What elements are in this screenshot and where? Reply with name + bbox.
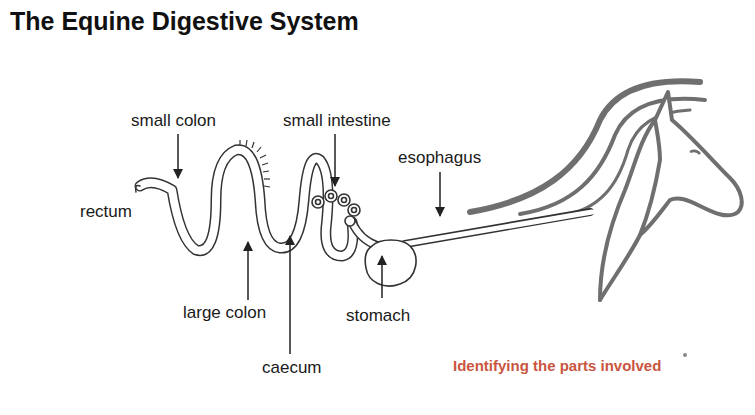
duodenum-inner bbox=[352, 222, 378, 246]
coil bbox=[348, 204, 360, 216]
rectum-end bbox=[136, 186, 141, 192]
part-label: stomach bbox=[346, 306, 410, 326]
part-label: caecum bbox=[262, 358, 322, 378]
leader-arrow bbox=[439, 172, 441, 216]
esophagus-inner bbox=[405, 212, 592, 244]
hatch bbox=[264, 178, 270, 179]
stomach-shape bbox=[365, 240, 416, 286]
leader-arrow bbox=[289, 236, 291, 354]
gut-inner bbox=[140, 150, 353, 256]
leader-arrow bbox=[381, 256, 383, 298]
part-label: rectum bbox=[80, 202, 132, 222]
hatch bbox=[246, 140, 247, 146]
coil bbox=[338, 194, 350, 206]
diagram-caption: Identifying the parts involved bbox=[453, 356, 661, 376]
duodenum-outline bbox=[352, 222, 378, 246]
horse-eye bbox=[690, 151, 700, 154]
hatch bbox=[263, 171, 269, 172]
coil bbox=[325, 190, 337, 202]
hatch bbox=[252, 142, 254, 148]
part-label: small colon bbox=[131, 111, 216, 131]
intestine-coils bbox=[312, 190, 360, 226]
coil-inner bbox=[329, 194, 334, 199]
gut-outline bbox=[140, 150, 353, 256]
hatch bbox=[260, 155, 266, 158]
part-label: small intestine bbox=[283, 111, 391, 131]
caecum-hatching bbox=[240, 140, 270, 187]
hatch bbox=[262, 163, 268, 165]
coil-inner bbox=[352, 208, 357, 213]
coil-inner bbox=[342, 198, 347, 203]
hatch bbox=[257, 147, 261, 152]
leader-arrow bbox=[247, 242, 249, 300]
corner-dot bbox=[683, 353, 687, 357]
coil-inner bbox=[316, 200, 321, 205]
horse-throat-line bbox=[600, 235, 640, 300]
gut-tube bbox=[136, 150, 593, 256]
horse-head bbox=[640, 92, 742, 235]
coil bbox=[345, 216, 355, 226]
diagram-title: The Equine Digestive System bbox=[10, 6, 359, 36]
hatch bbox=[264, 186, 270, 187]
part-label: large colon bbox=[183, 303, 266, 323]
part-label: esophagus bbox=[398, 148, 481, 168]
leader-arrow bbox=[334, 134, 336, 186]
coil bbox=[312, 196, 324, 208]
leader-arrow bbox=[177, 134, 179, 178]
hatch bbox=[239, 140, 240, 146]
